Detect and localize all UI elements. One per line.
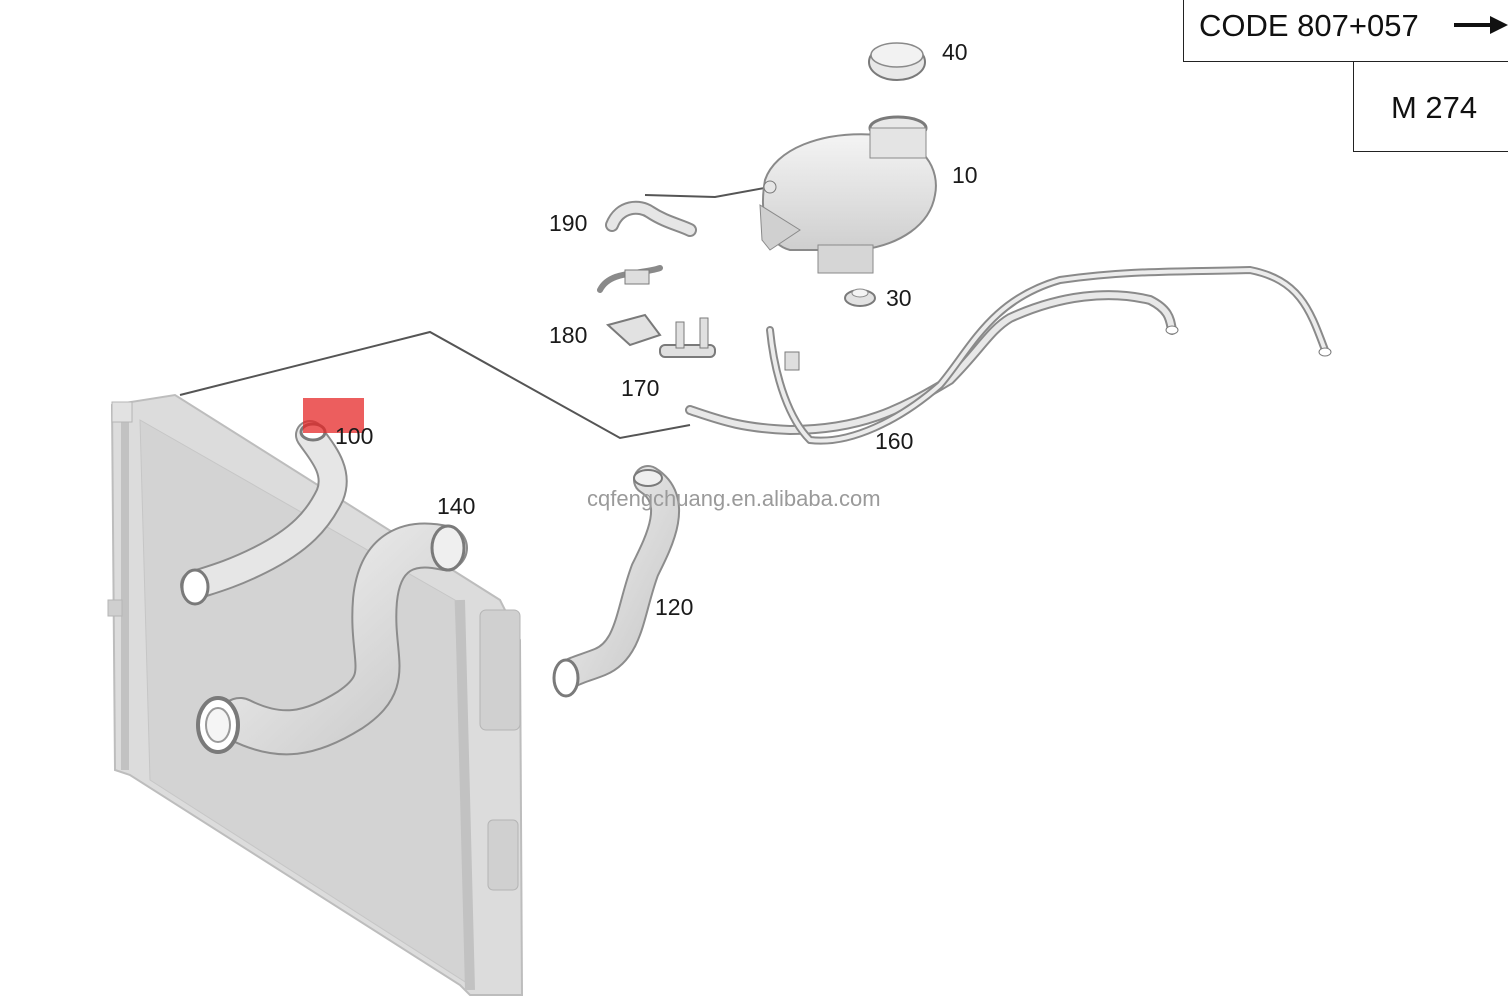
grommet [844, 288, 876, 307]
callout-hose-line: 160 [875, 428, 914, 454]
leader-line-vent [644, 186, 771, 199]
callout-grommet: 30 [886, 285, 912, 311]
cap [868, 42, 926, 81]
code-box: CODE 807+057 [1183, 0, 1508, 62]
hose-120 [552, 465, 681, 698]
code-label: CODE 807+057 [1199, 8, 1419, 43]
callout-bracket: 180 [549, 322, 588, 348]
callout-return-hose: 120 [655, 594, 694, 620]
connector [659, 317, 716, 358]
radiator [107, 393, 524, 996]
hose-100 [180, 420, 348, 606]
hose-140 [196, 522, 468, 756]
leader-line-upper [179, 330, 691, 440]
highlight-marker [303, 398, 364, 433]
callout-upper-hose: 100 [335, 423, 374, 449]
expansion-tank [759, 115, 937, 274]
model-label: M 274 [1391, 90, 1478, 125]
callout-lower-hose: 140 [437, 493, 476, 519]
arrow-right-icon [1454, 16, 1508, 34]
hose-line [685, 265, 1332, 445]
callout-cap: 40 [942, 39, 968, 65]
vent-hose [597, 200, 697, 293]
callout-vent-hose: 190 [549, 210, 588, 236]
callout-connector: 170 [621, 375, 660, 401]
watermark-text: cqfengchuang.en.alibaba.com [587, 486, 881, 511]
bracket [605, 313, 662, 347]
model-box: M 274 [1353, 62, 1508, 152]
callout-expansion-tank: 10 [952, 162, 978, 188]
